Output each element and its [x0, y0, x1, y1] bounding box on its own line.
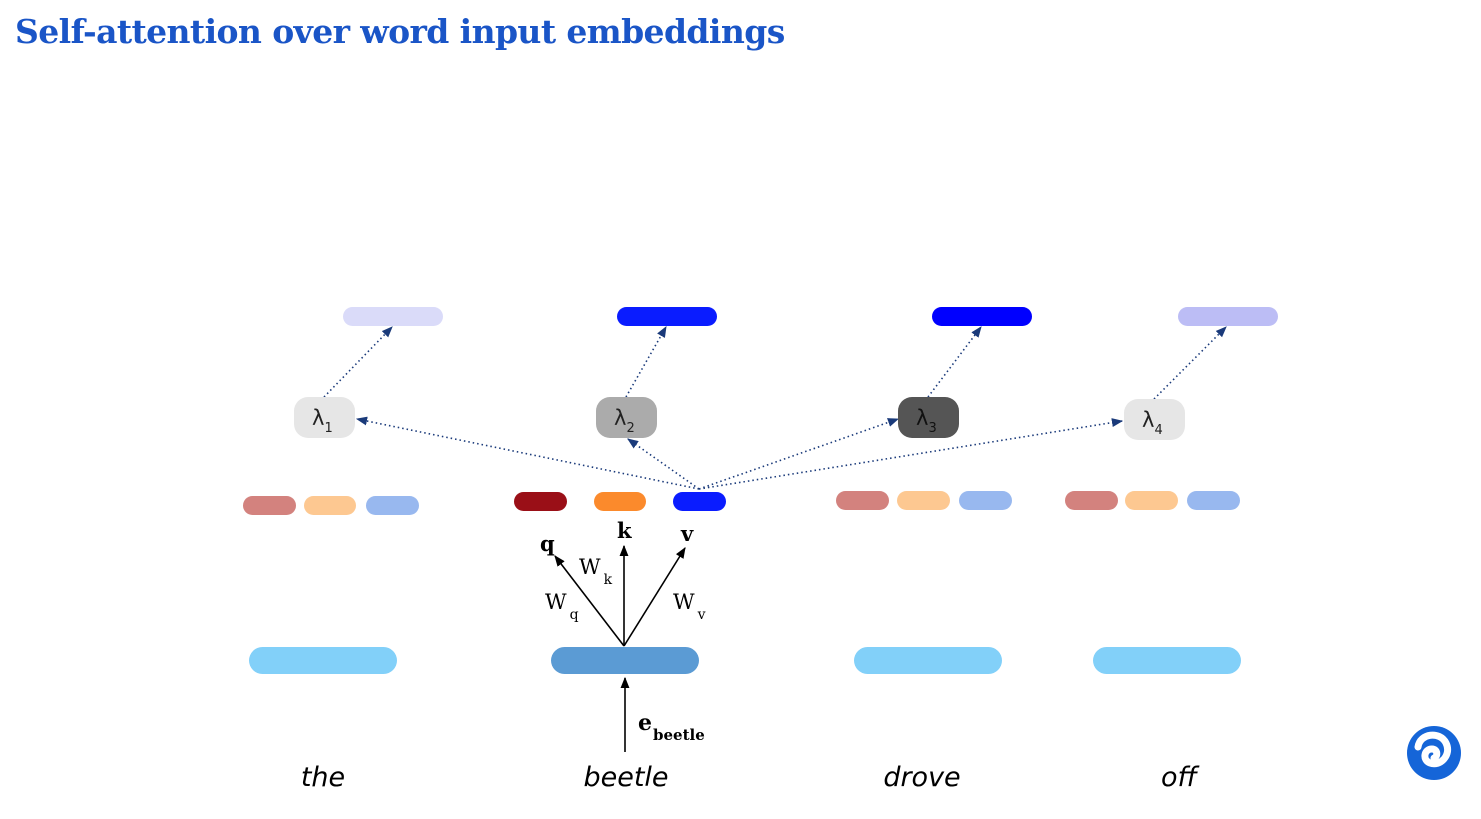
weight-value-base: W	[673, 590, 695, 614]
query-vector-drove	[836, 491, 889, 510]
weight-key-subscript: k	[604, 572, 613, 588]
slide-title: Self-attention over word input embedding…	[15, 12, 785, 51]
attention-arrow-lambda-2	[627, 438, 700, 490]
lambda-1-label: λ1	[312, 406, 333, 436]
weight-value-subscript: v	[697, 607, 706, 623]
attention-arrows	[323, 326, 1227, 490]
weight-value-label: Wv	[673, 590, 706, 623]
lambda-box-1: λ1	[294, 397, 355, 438]
embedding-beetle-label: ebeetle	[638, 710, 705, 744]
output-vector-the	[343, 307, 443, 326]
lambda-2-label: λ2	[614, 406, 635, 436]
lambda-4-symbol: λ	[1142, 408, 1154, 432]
embedding-drove	[854, 647, 1002, 674]
token-off: off	[1161, 762, 1200, 793]
output-arrow-3	[927, 326, 982, 398]
lambda-3-box	[898, 397, 959, 438]
lambda-4-label: λ4	[1142, 408, 1163, 438]
embedding-the	[249, 647, 397, 674]
output-arrow-1	[323, 326, 393, 398]
logo-swirl	[1414, 731, 1451, 768]
lambda-3-label: λ3	[916, 406, 937, 436]
spiral-logo-icon	[1407, 726, 1461, 780]
embedding-off	[1093, 647, 1241, 674]
value-vector-off	[1187, 491, 1240, 510]
embedding-beetle	[551, 647, 699, 674]
lambda-2-box	[596, 397, 657, 438]
value-vector-beetle	[673, 492, 726, 511]
token-the: the	[301, 762, 345, 793]
value-projection-arrow	[623, 547, 686, 647]
embedding-label-subscript: beetle	[653, 726, 705, 744]
key-vector-drove	[897, 491, 950, 510]
output-arrow-2	[625, 326, 667, 398]
query-vector-off	[1065, 491, 1118, 510]
output-vector-drove	[932, 307, 1032, 326]
weight-key-base: W	[579, 555, 601, 579]
projection-arrows	[554, 544, 686, 752]
lambda-4-box	[1124, 399, 1185, 440]
key-vector-the	[304, 496, 356, 515]
query-vector-beetle	[514, 492, 567, 511]
lambda-box-4: λ4	[1124, 399, 1185, 440]
weight-query-subscript: q	[570, 607, 579, 623]
lambda-3-symbol: λ	[916, 406, 928, 430]
key-label: k	[617, 518, 632, 543]
token-beetle: beetle	[583, 762, 668, 793]
lambda-2-symbol: λ	[614, 406, 626, 430]
lambda-box-2: λ2	[596, 397, 657, 438]
value-label: v	[680, 521, 694, 546]
key-vector-beetle	[594, 492, 646, 511]
embedding-label-base: e	[638, 710, 652, 736]
value-vector-drove	[959, 491, 1012, 510]
output-vector-beetle	[617, 307, 717, 326]
value-vector-the	[366, 496, 419, 515]
key-vector-off	[1125, 491, 1178, 510]
lambda-2-subscript: 2	[626, 421, 634, 436]
query-label: q	[540, 531, 555, 556]
weight-query-base: W	[545, 590, 567, 614]
lambda-1-subscript: 1	[324, 421, 332, 436]
lambda-3-subscript: 3	[928, 421, 936, 436]
output-arrow-4	[1153, 326, 1227, 400]
weight-key-label: Wk	[579, 555, 613, 588]
weight-query-label: Wq	[545, 590, 579, 623]
qkv-vectors-off	[1065, 491, 1240, 510]
lambda-box-3: λ3	[898, 397, 959, 438]
attention-arrow-lambda-3	[698, 418, 900, 490]
query-vector-the	[243, 496, 296, 515]
query-projection-arrow	[554, 555, 625, 647]
qkv-vectors-beetle	[514, 492, 726, 511]
lambda-1-symbol: λ	[312, 406, 324, 430]
token-drove: drove	[883, 762, 960, 793]
qkv-vectors-drove	[836, 491, 1012, 510]
qkv-vectors-the	[243, 496, 419, 515]
lambda-4-subscript: 4	[1154, 423, 1162, 438]
output-vector-off	[1178, 307, 1278, 326]
lambda-1-box	[294, 397, 355, 438]
